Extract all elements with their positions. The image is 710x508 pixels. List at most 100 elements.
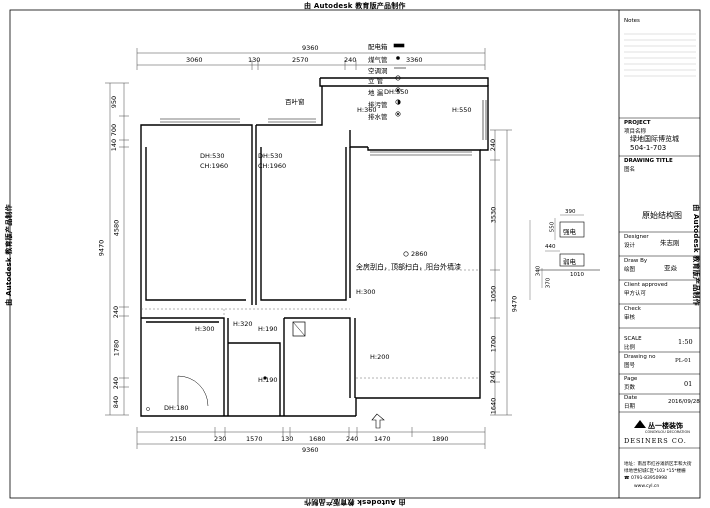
company-logo-icon xyxy=(634,420,646,428)
label-bed1-ch: CH:1960 xyxy=(200,162,229,170)
tb-drawingno-cn: 图号 xyxy=(624,363,636,369)
tb-page-en: Page xyxy=(624,376,638,382)
tb-drawingno-en: Drawing no xyxy=(624,354,656,360)
detail-w390: 390 xyxy=(565,209,576,215)
legend-item-sewage: 排污管 xyxy=(368,101,388,109)
tb-address-1: 地址：南昌市红谷滩新区丰和大街 xyxy=(624,462,692,467)
detail-w1010: 1010 xyxy=(570,272,584,278)
label-h550: H:550 xyxy=(452,106,472,114)
panel-icon xyxy=(393,43,405,48)
dim-left-seg-6: 1780 xyxy=(112,339,121,357)
drain-point xyxy=(146,407,150,411)
legend-item-water: 排水管 xyxy=(368,113,388,121)
dim-right-seg-4: 1700 xyxy=(489,335,498,353)
label-h320: H:320 xyxy=(233,320,253,328)
tb-web: www.cyl.cn xyxy=(634,484,660,489)
left-dimensions xyxy=(105,82,129,416)
dim-bottom-seg-5: 1680 xyxy=(309,435,326,443)
tb-unit: 504-1-703 xyxy=(630,144,667,152)
legend-item-drain: 地 漏 xyxy=(368,89,384,97)
walls xyxy=(140,77,489,417)
height-marker xyxy=(403,251,409,257)
tb-scale-en: SCALE xyxy=(624,336,642,342)
dim-top-seg-3: 2570 xyxy=(292,56,309,64)
tb-date-en: Date xyxy=(624,395,638,401)
detail-weak: 弱电 xyxy=(563,258,576,266)
label-h200: H:200 xyxy=(370,353,390,361)
tb-project-en: PROJECT xyxy=(624,120,651,126)
label-dh550: DH:550 xyxy=(384,88,409,96)
tb-date-cn: 日期 xyxy=(624,404,636,410)
label-height-mark: 2860 xyxy=(411,250,428,258)
tb-page-value: 01 xyxy=(684,380,693,388)
tb-company-cn: 丛一楼装饰 xyxy=(648,422,683,430)
tb-project-cn: 项目名称 xyxy=(624,129,647,135)
watermark-top: 由 Autodesk 教育版产品制作 xyxy=(304,2,406,10)
tb-drawingno-value: PL-01 xyxy=(675,358,692,364)
tb-drawby-name: 亚焱 xyxy=(664,264,677,272)
dim-top-seg-4: 240 xyxy=(344,56,357,64)
dashed-lines xyxy=(141,269,480,379)
bottom-dimensions xyxy=(136,427,486,449)
tb-drawing-title-cn: 图名 xyxy=(624,167,636,173)
shaft-box xyxy=(292,321,306,337)
drain-point xyxy=(263,376,267,380)
detail-w440: 440 xyxy=(545,244,556,250)
dim-top-seg-2: 130 xyxy=(248,56,261,64)
dim-right-seg-2: 3530 xyxy=(489,206,498,224)
label-finish-note: 全房刮白，顶部扫白，阳台外墙漆 xyxy=(356,263,461,271)
sheet-frame xyxy=(9,9,701,499)
label-bed2-ch: CH:1960 xyxy=(258,162,287,170)
tb-drawing-name: 原始结构图 xyxy=(642,211,682,220)
dim-right-seg-6: 1640 xyxy=(489,397,498,415)
dim-left-seg-5: 240 xyxy=(112,305,121,319)
label-bed2-dh: DH:530 xyxy=(258,152,283,160)
tb-designer-en: Designer xyxy=(624,234,649,240)
drain-icon xyxy=(395,87,401,93)
ring-dot-icon xyxy=(395,111,401,117)
dim-bottom-seg-3: 1570 xyxy=(246,435,263,443)
tb-page-cn: 页数 xyxy=(624,385,636,391)
detail-h550: 550 xyxy=(549,221,556,233)
tb-scale-cn: 比例 xyxy=(624,345,636,351)
dim-right-total: 9470 xyxy=(510,295,519,313)
tb-drawing-title-en: DRAWING TITLE xyxy=(624,158,673,164)
dim-left-seg-1: 950 xyxy=(110,95,119,109)
dim-bottom-seg-6: 240 xyxy=(346,435,359,443)
tb-designer-name: 朱志刚 xyxy=(660,239,680,247)
legend-item-gas: 煤气管 xyxy=(368,56,388,64)
tb-check-cn: 审核 xyxy=(624,315,636,321)
top-dimensions xyxy=(136,48,486,70)
electrical-detail xyxy=(529,214,600,300)
dim-top-seg-1: 3060 xyxy=(186,56,203,64)
tb-check-en: Check xyxy=(624,306,641,312)
legend-item-riser: 立 管 xyxy=(368,77,384,85)
dim-right-seg-1: 240 xyxy=(489,138,498,152)
dim-top-total: 9360 xyxy=(302,44,319,52)
ring-icon xyxy=(395,75,401,81)
tb-scale-value: 1:50 xyxy=(678,338,693,346)
tb-notes: Notes xyxy=(624,18,640,24)
dim-top-seg-5: 3360 xyxy=(406,56,423,64)
notes-lines xyxy=(624,33,696,77)
dim-bottom-seg-7: 1470 xyxy=(374,435,391,443)
detail-h370: 370 xyxy=(545,277,552,289)
dim-bottom-total: 9360 xyxy=(302,446,319,454)
dim-left-seg-4: 4580 xyxy=(112,219,121,237)
label-h190-a: H:190 xyxy=(258,325,278,333)
tb-designer-cn: 设计 xyxy=(624,243,636,249)
label-dh180: DH:180 xyxy=(164,404,189,412)
dim-left-seg-8: 840 xyxy=(112,395,121,409)
legend-icons xyxy=(393,43,406,117)
tb-client-cn: 甲方认可 xyxy=(624,291,647,297)
dim-bottom-seg-8: 1890 xyxy=(432,435,449,443)
tb-date-value: 2016/09/28 xyxy=(668,399,700,405)
tb-company-en: CONGYILOU DECORATION xyxy=(645,430,690,434)
tb-phone: ☎ 0791-83950998 xyxy=(624,476,668,481)
windows xyxy=(160,100,487,156)
label-h300-bath: H:300 xyxy=(195,325,215,333)
dim-bottom-seg-1: 2150 xyxy=(170,435,187,443)
door-swings xyxy=(177,375,209,407)
tb-project-name: 绿地国际博览城 xyxy=(630,135,679,143)
dim-bottom-seg-4: 130 xyxy=(281,435,294,443)
